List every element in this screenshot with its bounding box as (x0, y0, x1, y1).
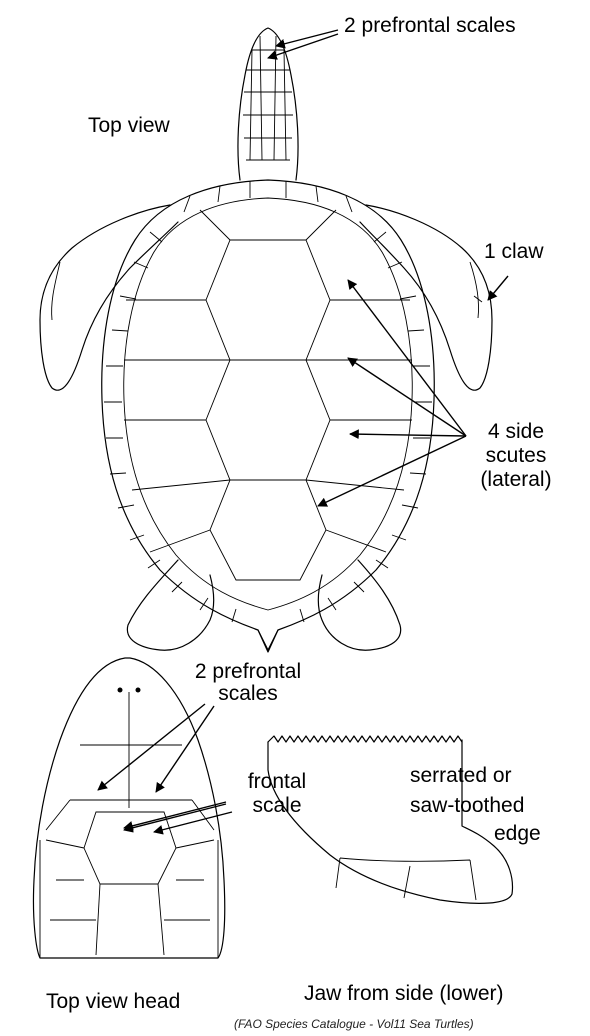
jaw-side-view (268, 736, 512, 903)
head-scales-detail (40, 692, 218, 958)
label-side-scutes-line1: 4 side (468, 420, 564, 444)
label-serrated-line1: serrated or (410, 764, 512, 788)
label-side-scutes-line3: (lateral) (468, 468, 564, 492)
label-jaw-side: Jaw from side (lower) (304, 982, 504, 1006)
front-left-flipper (40, 205, 178, 390)
label-frontal-line1: frontal (222, 770, 332, 794)
label-top-view: Top view (88, 114, 170, 138)
rear-left-flipper (127, 560, 213, 650)
label-prefrontal-head-line1: 2 prefrontal (168, 660, 328, 684)
carapace-margin (124, 198, 413, 610)
label-claw: 1 claw (484, 240, 544, 264)
label-prefrontal-head-line2: scales (168, 682, 328, 706)
central-scutes (124, 210, 412, 580)
label-frontal-line2: scale (222, 794, 332, 818)
jaw-serrated-edge (268, 736, 462, 742)
front-right-flipper (360, 205, 492, 390)
label-prefrontal-top: 2 prefrontal scales (344, 14, 516, 38)
credit-caption: (FAO Species Catalogue - Vol11 Sea Turtl… (234, 1012, 474, 1036)
annotation-arrows (98, 30, 508, 832)
label-serrated-line2: saw-toothed (410, 794, 524, 818)
carapace-outline (102, 180, 434, 650)
marginal-scutes (104, 181, 432, 622)
label-top-view-head: Top view head (46, 990, 180, 1014)
label-serrated-line3: edge (494, 822, 541, 846)
label-side-scutes-line2: scutes (468, 444, 564, 468)
